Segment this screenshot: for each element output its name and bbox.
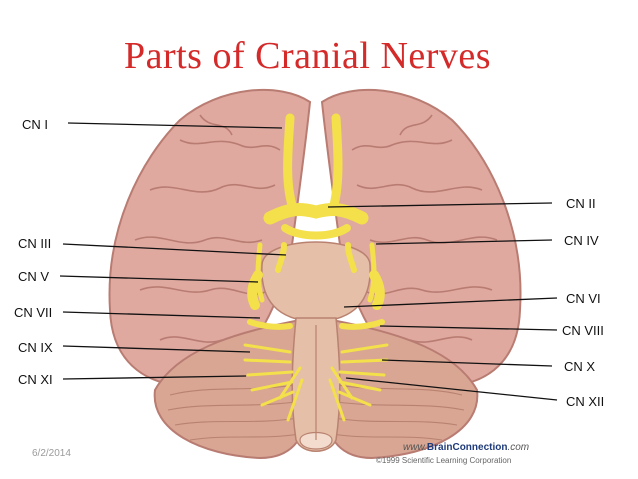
leader-cn10: [381, 359, 553, 367]
label-cn2: CN II: [566, 196, 596, 211]
leader-cn4: [375, 239, 553, 245]
olfactory-tract-right: [329, 113, 343, 210]
brainstem: [261, 241, 371, 452]
leader-cn2: [327, 202, 553, 208]
leader-cn12: [345, 377, 558, 401]
label-cn6: CN VI: [566, 291, 601, 306]
cranial-nerves: [243, 113, 389, 422]
cn12-rootlets: [278, 366, 354, 422]
slide-date: 6/2/2014: [32, 448, 71, 459]
cn3-left-nerve: [275, 242, 287, 273]
label-cn12: CN XII: [566, 394, 605, 409]
spinal-cord-section: [299, 431, 333, 450]
cn5-left-nerve: [247, 270, 263, 310]
label-cn9: CN IX: [18, 340, 53, 355]
cn9-11-left-rootlets: [243, 343, 295, 407]
cn5-right-nerve: [369, 270, 385, 310]
optic-chiasm: [263, 203, 369, 225]
leader-cn7: [62, 311, 261, 319]
leader-cn9: [62, 345, 251, 353]
slide-title: Parts of Cranial Nerves: [123, 35, 492, 77]
credit-brand: BrainConnection: [426, 442, 508, 453]
olfactory-tract-left: [283, 113, 297, 210]
label-cn3: CN III: [18, 236, 52, 251]
label-cn11: CN XI: [18, 372, 53, 387]
leader-lines: [59, 122, 558, 401]
leader-cn11: [62, 375, 247, 380]
optic-tracts: [281, 224, 351, 240]
leader-cn3: [62, 243, 287, 256]
label-cn10: CN X: [564, 359, 596, 374]
cn7-8-right: [339, 319, 385, 330]
cn9-11-right-rootlets: [337, 343, 389, 407]
leader-cn6: [343, 297, 558, 308]
credit-prefix: www.: [403, 442, 427, 453]
image-credit: www.BrainConnection.com: [403, 442, 529, 453]
label-cn5: CN V: [18, 269, 50, 284]
leader-cn1: [67, 122, 283, 129]
label-cn8: CN VIII: [562, 323, 604, 338]
label-cn1: CN I: [22, 117, 48, 132]
leader-cn5: [59, 275, 259, 283]
copyright-notice: ©1999 Scientific Learning Corporation: [376, 456, 512, 465]
label-cn7: CN VII: [14, 305, 53, 320]
credit-suffix: .com: [507, 442, 530, 453]
cn7-8-left: [247, 319, 293, 330]
cerebellum: [153, 318, 479, 460]
cn3-right-nerve: [345, 242, 357, 273]
cerebrum: [108, 88, 522, 387]
label-cn4: CN IV: [564, 233, 599, 248]
leader-cn8: [379, 325, 558, 331]
